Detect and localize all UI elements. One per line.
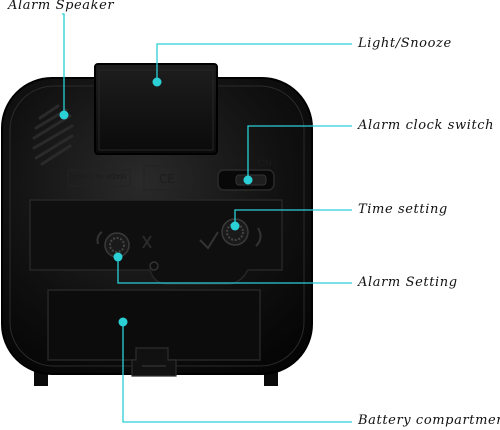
label-alarm-setting: Alarm Setting — [358, 275, 458, 290]
pointer-battery — [122, 322, 352, 423]
pointer-light-snooze — [156, 43, 352, 82]
svg-text:ON: ON — [258, 159, 272, 169]
battery-cover — [47, 289, 261, 377]
svg-text:CE: CE — [159, 172, 175, 186]
pointer-alarm-setting — [117, 257, 352, 284]
svg-text:OFF: OFF — [228, 159, 245, 169]
label-alarm-speaker: Alarm Speaker — [8, 0, 115, 13]
label-light-snooze: Light/Snooze — [358, 36, 452, 51]
snooze-button-shape — [94, 63, 218, 155]
knob-panel — [29, 199, 283, 285]
pointer-lines — [62, 13, 352, 423]
label-alarm-clock-switch: Alarm clock switch — [358, 118, 495, 133]
pointer-dots — [59, 77, 253, 327]
label-battery-compartment: Battery compartment — [358, 413, 500, 428]
label-time-setting: Time setting — [358, 202, 448, 217]
made-in-label: MADE IN CHINA — [67, 169, 131, 187]
svg-text:MADE IN CHINA: MADE IN CHINA — [71, 172, 126, 180]
ce-mark: CE — [143, 165, 191, 191]
pointer-time-setting — [234, 209, 352, 226]
pointer-alarm-speaker — [62, 13, 65, 115]
time-knob — [199, 218, 262, 250]
pointer-alarm-switch — [247, 125, 352, 180]
